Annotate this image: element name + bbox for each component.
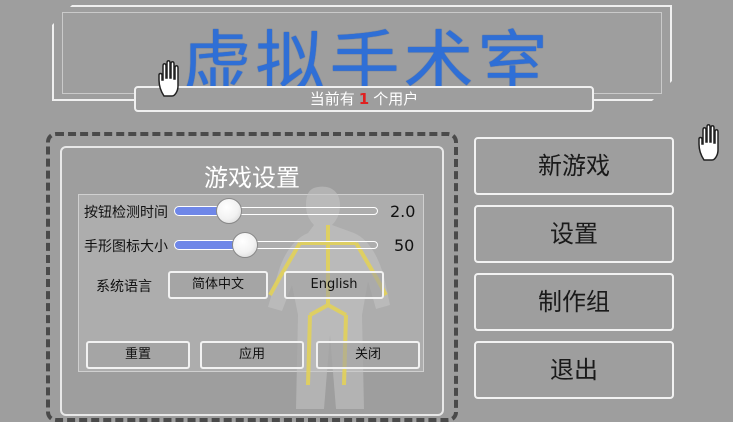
user-count-value: 1 — [358, 90, 370, 108]
user-count-prefix: 当前有 — [309, 90, 355, 108]
hand-cursor-icon — [156, 58, 190, 98]
credits-button[interactable]: 制作组 — [474, 273, 674, 331]
reset-button[interactable]: 重置 — [86, 341, 190, 369]
exit-button[interactable]: 退出 — [474, 341, 674, 399]
user-count-suffix: 个用户 — [373, 90, 419, 108]
hand-icon-size-knob[interactable] — [232, 232, 258, 258]
settings-button[interactable]: 设置 — [474, 205, 674, 263]
hand-icon-size-slider[interactable] — [246, 241, 378, 249]
button-detect-time-slider[interactable] — [230, 207, 378, 215]
apply-button[interactable]: 应用 — [200, 341, 304, 369]
settings-title: 游戏设置 — [204, 164, 300, 192]
hand-cursor-icon — [696, 122, 730, 162]
system-language-label: 系统语言 — [96, 279, 152, 295]
button-detect-time-knob[interactable] — [216, 198, 242, 224]
language-option-english[interactable]: English — [284, 271, 384, 299]
hand-icon-size-label: 手形图标大小 — [84, 239, 168, 255]
button-detect-time-label: 按钮检测时间 — [84, 205, 168, 221]
language-option-chinese[interactable]: 简体中文 — [168, 271, 268, 299]
new-game-button[interactable]: 新游戏 — [474, 137, 674, 195]
hand-icon-size-value: 50 — [394, 236, 415, 255]
button-detect-time-value: 2.0 — [390, 202, 416, 221]
close-button[interactable]: 关闭 — [316, 341, 420, 369]
